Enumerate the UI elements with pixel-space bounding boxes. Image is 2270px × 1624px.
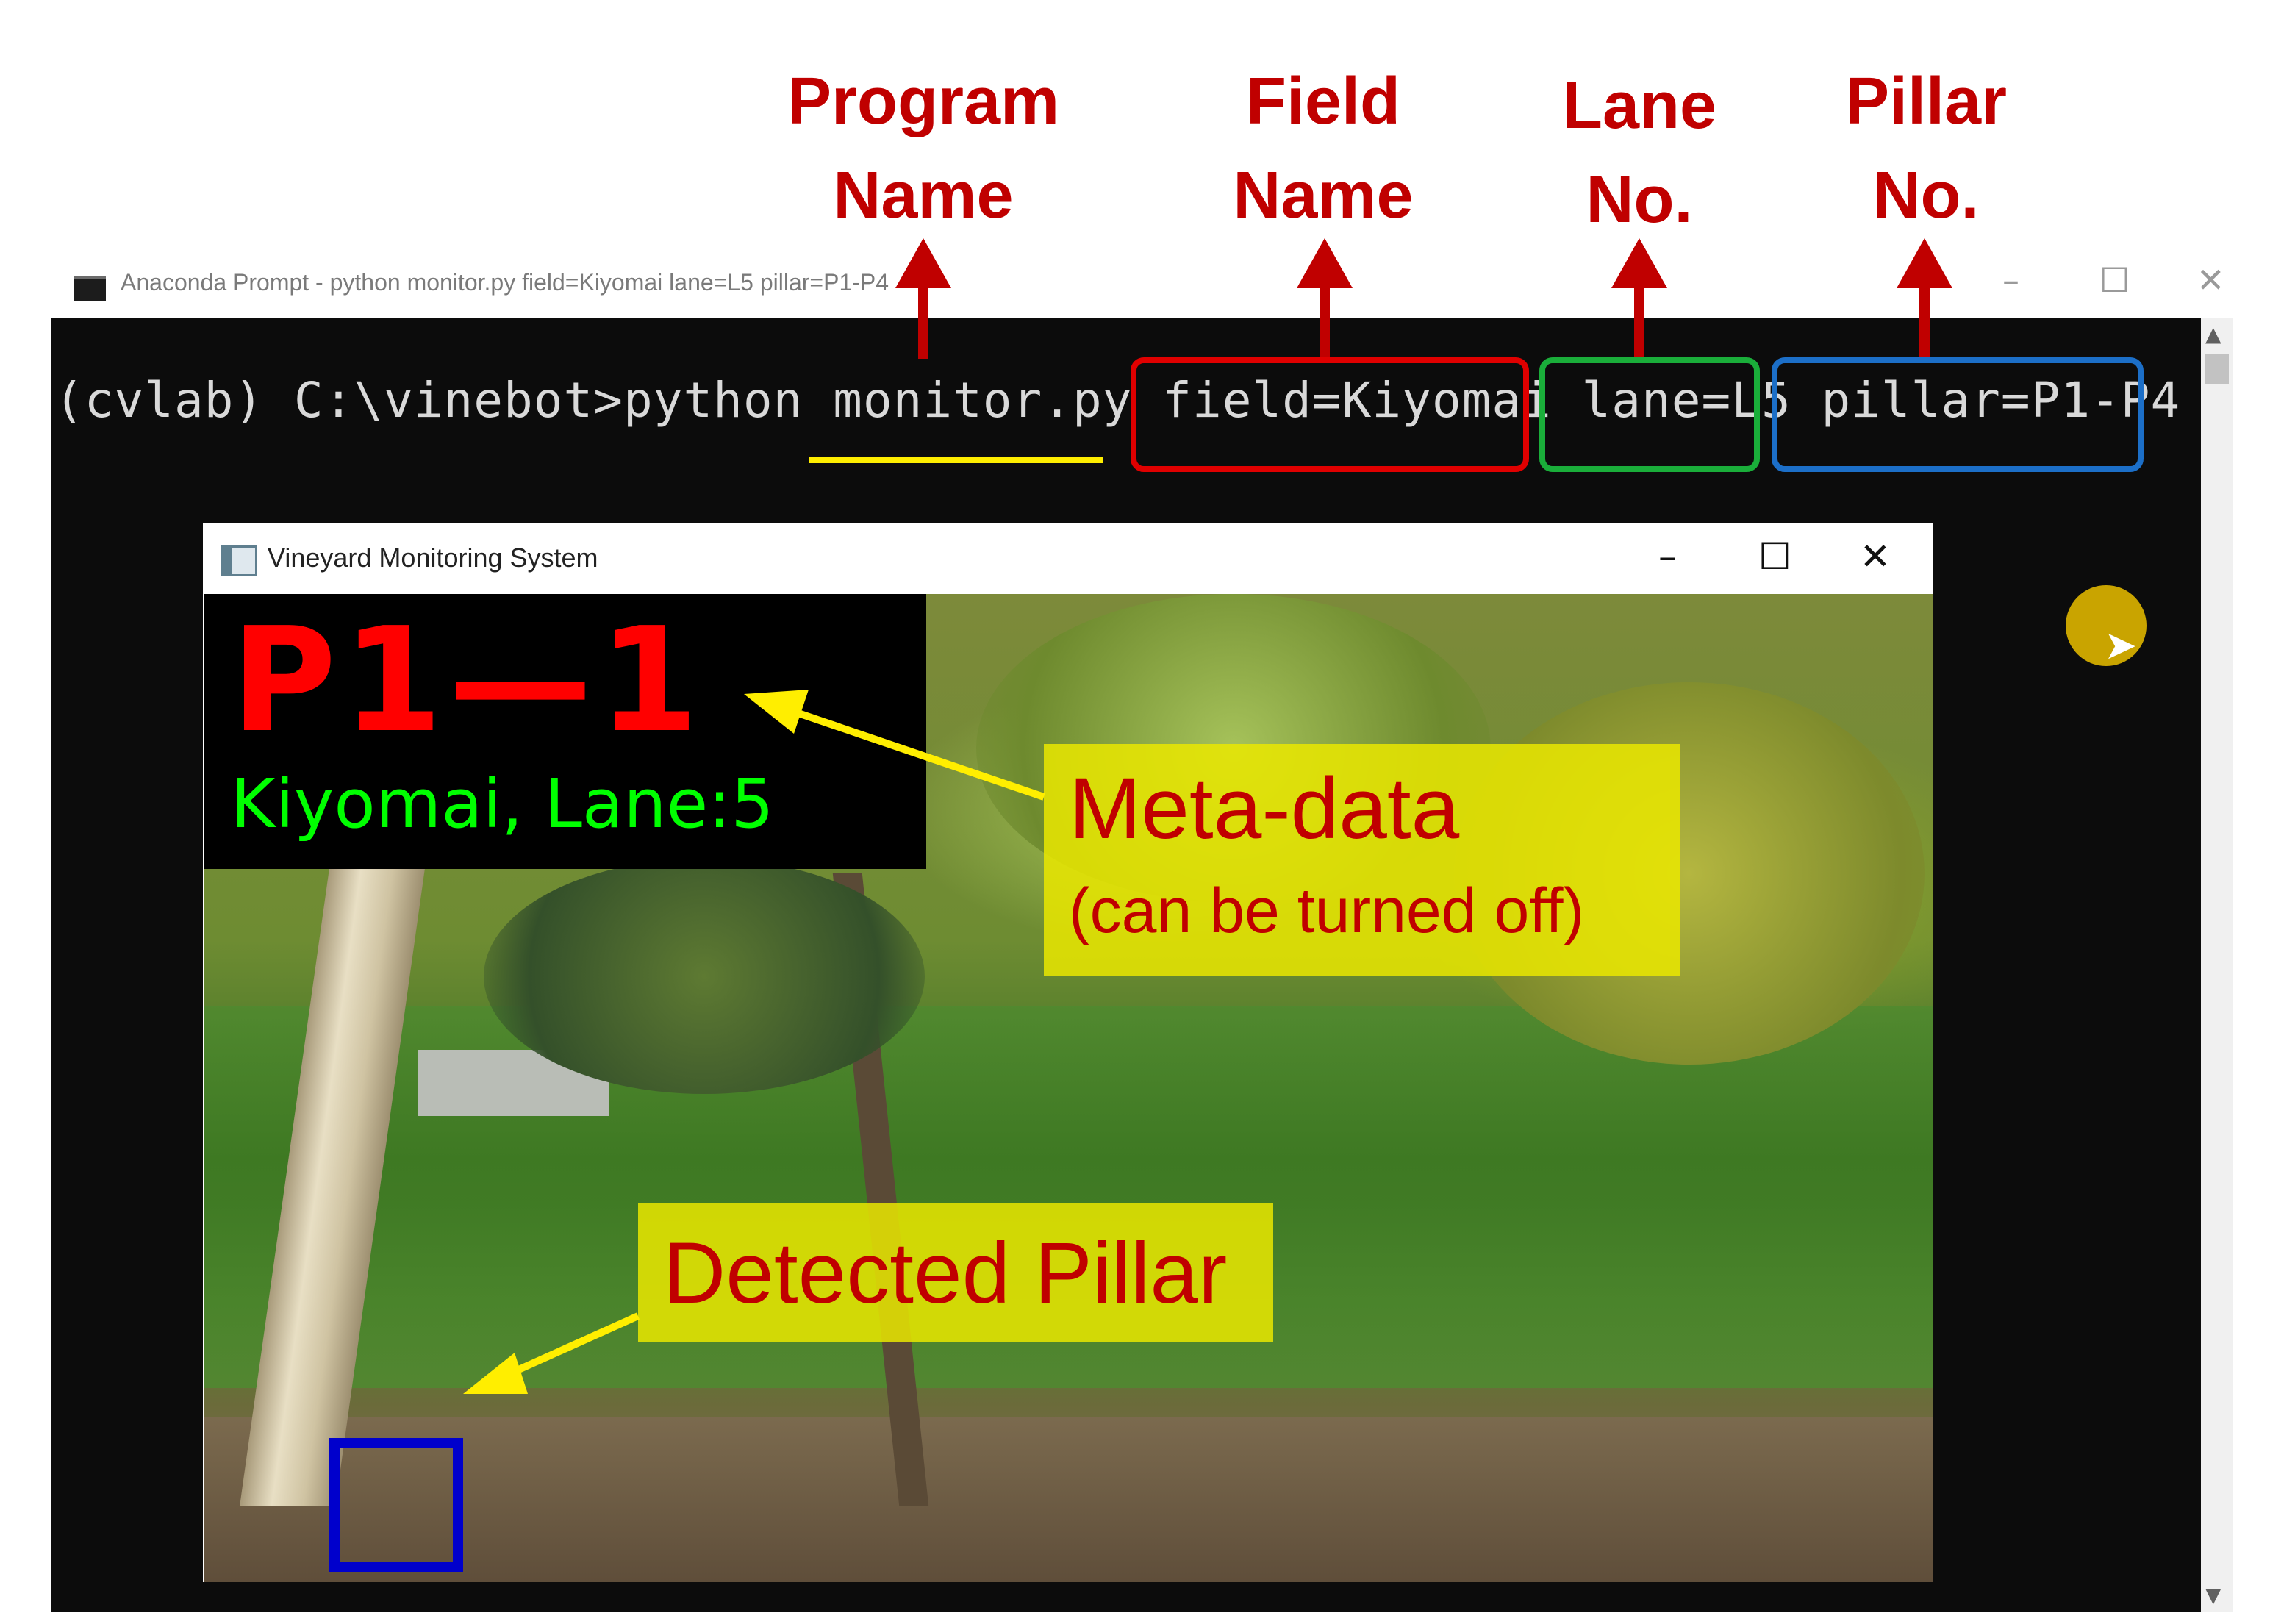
command-prompt: (cvlab) C:\vinebot>python bbox=[54, 372, 834, 429]
vineyard-maximize-button[interactable]: ☐ bbox=[1758, 535, 1791, 578]
camera-video-feed: P1—1 Kiyomai, Lane:5 bbox=[204, 594, 1933, 1582]
foliage bbox=[484, 859, 925, 1094]
vineyard-window-title: Vineyard Monitoring System bbox=[268, 543, 598, 573]
pillar-id-text: P1—1 bbox=[231, 597, 705, 765]
command-program: monitor.py bbox=[833, 372, 1133, 429]
soil-ground bbox=[204, 1417, 1933, 1582]
annotation-field-name: Field Name bbox=[1198, 54, 1448, 243]
mouse-pointer-icon: ➤ bbox=[2104, 622, 2138, 668]
scroll-thumb[interactable] bbox=[2205, 354, 2229, 384]
terminal-minimize-button[interactable]: – bbox=[2002, 260, 2019, 300]
vineyard-close-button[interactable]: ✕ bbox=[1860, 535, 1891, 578]
pillar-arg-box bbox=[1772, 357, 2144, 472]
annotation-program-line2: Name bbox=[833, 159, 1014, 232]
annotation-pillar-no: Pillar No. bbox=[1816, 54, 2036, 243]
terminal-command-line[interactable]: (cvlab) C:\vinebot>python monitor.py fie… bbox=[54, 372, 2180, 429]
metadata-callout-title: Meta-data bbox=[1069, 760, 1460, 857]
annotation-pillar-line2: No. bbox=[1872, 159, 1980, 232]
detected-pillar-callout-text: Detected Pillar bbox=[663, 1225, 1228, 1322]
location-text: Kiyomai, Lane:5 bbox=[231, 765, 774, 843]
metadata-overlay: P1—1 Kiyomai, Lane:5 bbox=[204, 594, 926, 869]
lane-arg-box bbox=[1539, 357, 1760, 472]
program-underline bbox=[809, 457, 1103, 463]
annotation-field-line2: Name bbox=[1233, 159, 1414, 232]
vineyard-minimize-button[interactable]: – bbox=[1658, 535, 1677, 578]
terminal-maximize-button[interactable]: ☐ bbox=[2099, 260, 2130, 300]
terminal-app-icon bbox=[74, 276, 106, 301]
metadata-callout-subtitle: (can be turned off) bbox=[1069, 876, 1585, 946]
vineyard-monitoring-window[interactable]: Vineyard Monitoring System – ☐ ✕ P1—1 Ki… bbox=[203, 523, 1933, 1582]
annotation-lane-no: Lane No. bbox=[1536, 59, 1742, 247]
terminal-title: Anaconda Prompt - python monitor.py fiel… bbox=[121, 269, 889, 296]
annotation-program-name: Program Name bbox=[762, 54, 1085, 243]
terminal-scrollbar[interactable]: ▲ ▼ bbox=[2201, 318, 2233, 1612]
annotation-program-line1: Program bbox=[787, 65, 1060, 138]
cursor-highlight bbox=[2066, 585, 2147, 666]
command-pillar-arg: pillar=P1-P4 bbox=[1821, 372, 2181, 429]
detected-pillar-box bbox=[329, 1438, 463, 1572]
annotation-lane-line2: No. bbox=[1586, 163, 1693, 237]
scroll-up-icon[interactable]: ▲ bbox=[2205, 322, 2221, 346]
detected-pillar-callout: Detected Pillar bbox=[638, 1203, 1273, 1342]
field-arg-box bbox=[1131, 357, 1529, 472]
annotation-field-line1: Field bbox=[1245, 65, 1400, 138]
metadata-callout: Meta-data (can be turned off) bbox=[1044, 744, 1680, 976]
annotation-pillar-line1: Pillar bbox=[1844, 65, 2008, 138]
scroll-down-icon[interactable]: ▼ bbox=[2205, 1583, 2221, 1607]
vineyard-window-titlebar[interactable]: Vineyard Monitoring System – ☐ ✕ bbox=[203, 523, 1933, 594]
command-field-arg: field=Kiyomai bbox=[1162, 372, 1552, 429]
terminal-titlebar[interactable]: Anaconda Prompt - python monitor.py fiel… bbox=[51, 254, 2233, 318]
annotation-lane-line1: Lane bbox=[1561, 69, 1717, 143]
terminal-close-button[interactable]: ✕ bbox=[2196, 260, 2225, 300]
window-app-icon bbox=[221, 545, 257, 576]
